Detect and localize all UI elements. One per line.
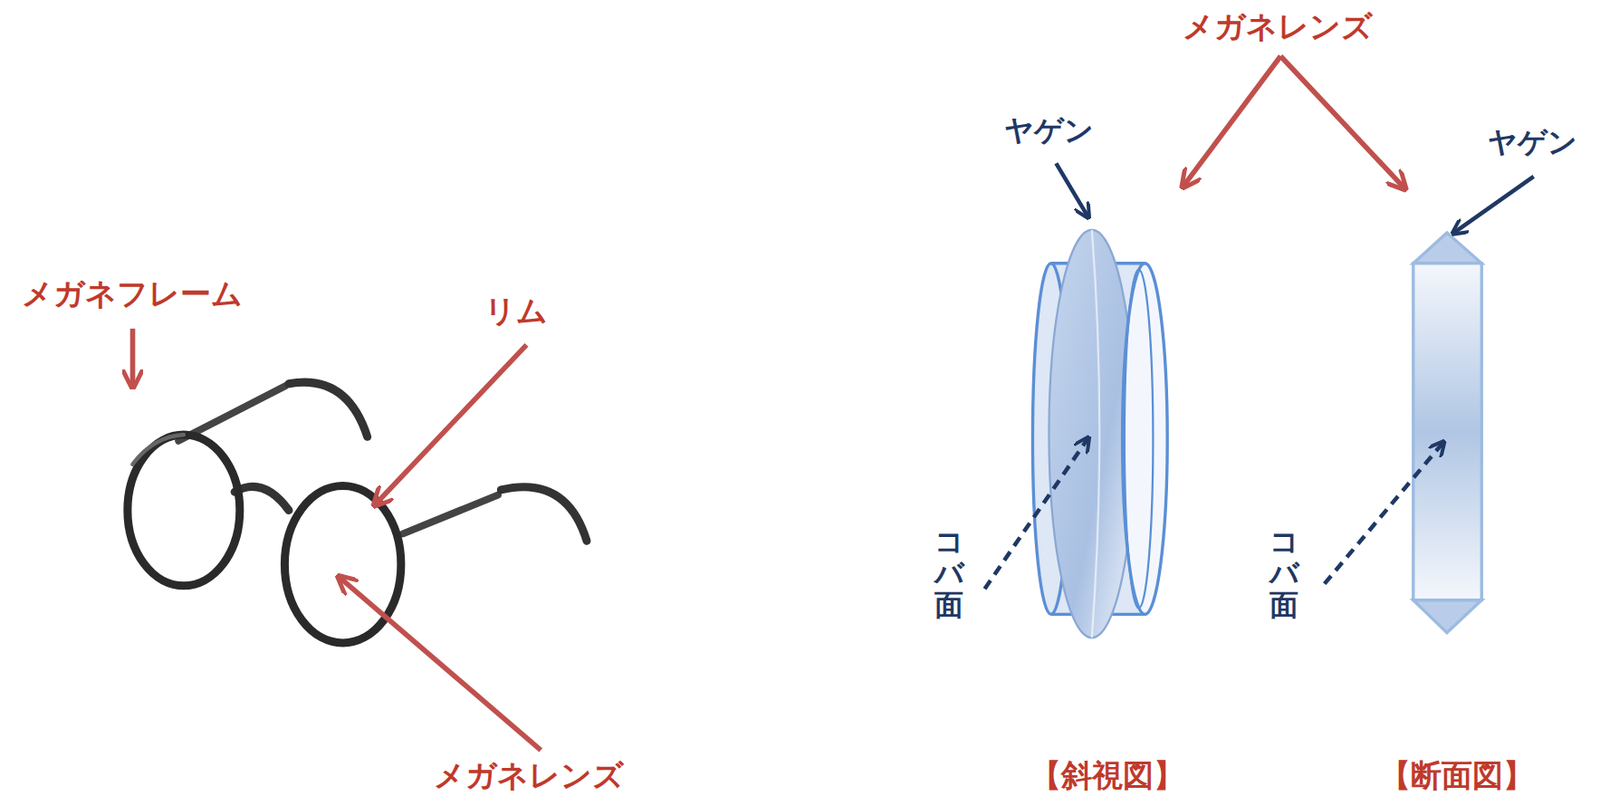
part-label: コバ面 bbox=[934, 526, 964, 623]
leader-arrows bbox=[132, 56, 1404, 750]
part-label: メガネレンズ bbox=[433, 758, 624, 793]
part-label: コバ面 bbox=[1269, 526, 1299, 623]
part-label: ヤゲン bbox=[1004, 114, 1094, 147]
view-title: 【斜視図】 bbox=[1030, 758, 1185, 793]
part-label: ヤゲン bbox=[1487, 126, 1578, 159]
part-label: メガネフレーム bbox=[21, 277, 243, 311]
part-label: メガネレンズ bbox=[1182, 9, 1373, 44]
lens-section bbox=[1413, 232, 1483, 633]
view-title: 【断面図】 bbox=[1379, 758, 1534, 793]
lens-oblique bbox=[1032, 229, 1168, 639]
navy-arrows bbox=[984, 162, 1533, 589]
part-label: リム bbox=[484, 294, 548, 328]
glasses-frame bbox=[127, 382, 587, 643]
